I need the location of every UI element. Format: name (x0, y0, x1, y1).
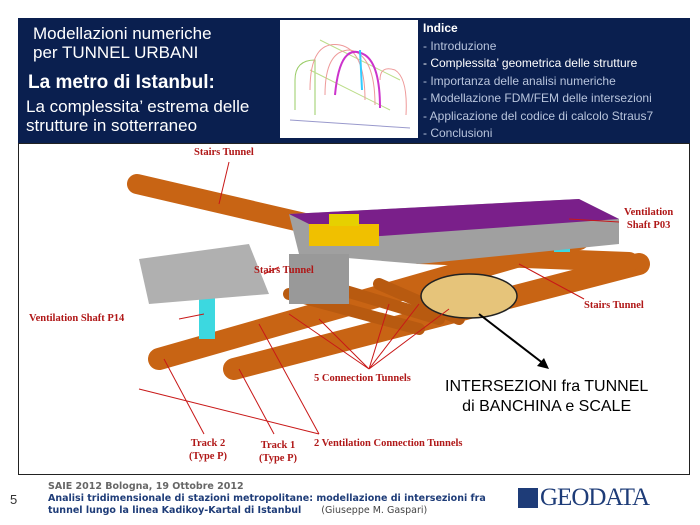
index-item: - Modellazione FDM/FEM delle intersezion… (423, 91, 652, 105)
footer: SAIE 2012 Bologna, 19 Ottobre 2012 Anali… (48, 481, 486, 517)
footer-title: Analisi tridimensionale di stazioni metr… (48, 493, 486, 504)
label-stairs-tunnel-top: Stairs Tunnel (194, 147, 254, 158)
subtitle: La metro di Istanbul: (28, 72, 215, 93)
index-item: - Importanza delle analisi numeriche (423, 73, 616, 88)
index-item-current: - Complessita’ geometrica delle struttur… (423, 56, 638, 70)
label-connection-tunnels: 5 Connection Tunnels (314, 373, 411, 384)
logo-square-icon (518, 488, 538, 508)
index-item: - Conclusioni (423, 126, 493, 140)
label-ventilation-connection-tunnels: 2 Ventilation Connection Tunnels (314, 438, 463, 449)
geodata-logo: GEODATA (518, 484, 650, 512)
index-list: Indice - Introduzione - Complessita’ geo… (423, 20, 653, 143)
index-heading: Indice (423, 21, 458, 35)
footer-title: tunnel lungo la linea Kadikoy-Kartal di … (48, 505, 302, 516)
label-track-2: Track 2(Type P) (189, 438, 228, 462)
page-number: 5 (10, 492, 18, 507)
footer-event: SAIE 2012 Bologna, 19 Ottobre 2012 (48, 481, 244, 492)
label-ventilation-shaft-p14: Ventilation Shaft P14 (29, 313, 125, 324)
index-item: - Introduzione (423, 38, 497, 53)
footer-author: (Giuseppe M. Gaspari) (321, 505, 428, 516)
label-stairs-tunnel-mid: Stairs Tunnel (254, 265, 314, 276)
index-item: - Applicazione del codice di calcolo Str… (423, 108, 654, 123)
station-3d-model (127, 161, 650, 435)
tunnel-wireframe-image (280, 20, 418, 138)
label-stairs-tunnel-right: Stairs Tunnel (584, 300, 644, 311)
label-track-1: Track 1(Type P) (259, 440, 298, 464)
